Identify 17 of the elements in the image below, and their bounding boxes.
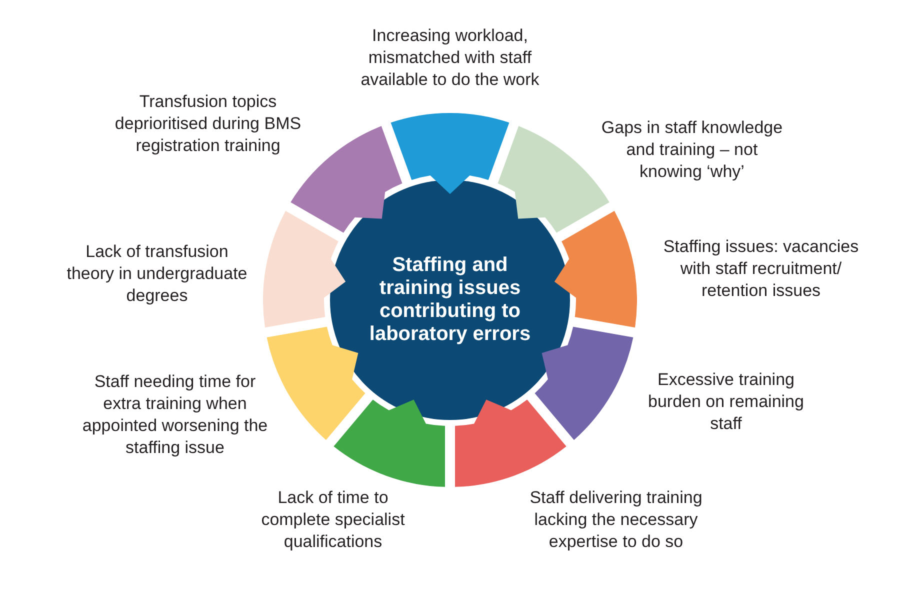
hub-text: Staffing and training issues contributing to laboratory errors (368, 254, 532, 346)
ring-segment (263, 210, 346, 328)
issue-text: Excessive training burden on remaining staff (647, 369, 805, 435)
issue-text: Lack of transfusion theory in undergraduate degrees (66, 241, 248, 307)
issue-text: Staff needing time for extra training when appointed worsening the staffing issue (81, 371, 269, 459)
issue-text: Transfusion topics deprioritised during BMS registration training (114, 91, 302, 157)
issue-text: Staff delivering training lacking the necessary expertise to do so (528, 487, 704, 553)
ring-segment (333, 399, 445, 487)
issue-text: Staffing issues: vacancies with staff recruitment/ retention issues (662, 236, 860, 302)
ring-segment (266, 326, 366, 440)
ring-segment (455, 399, 567, 487)
issue-text: Gaps in staff knowledge and training – not knowing ‘why’ (600, 117, 784, 183)
ring-segment (554, 210, 637, 328)
ring-segment (390, 113, 510, 194)
ring-segment (534, 326, 634, 440)
issue-text: Lack of time to complete specialist qualifications (260, 487, 406, 553)
issue-text: Increasing workload, mismatched with staff available to do the work (360, 25, 540, 91)
